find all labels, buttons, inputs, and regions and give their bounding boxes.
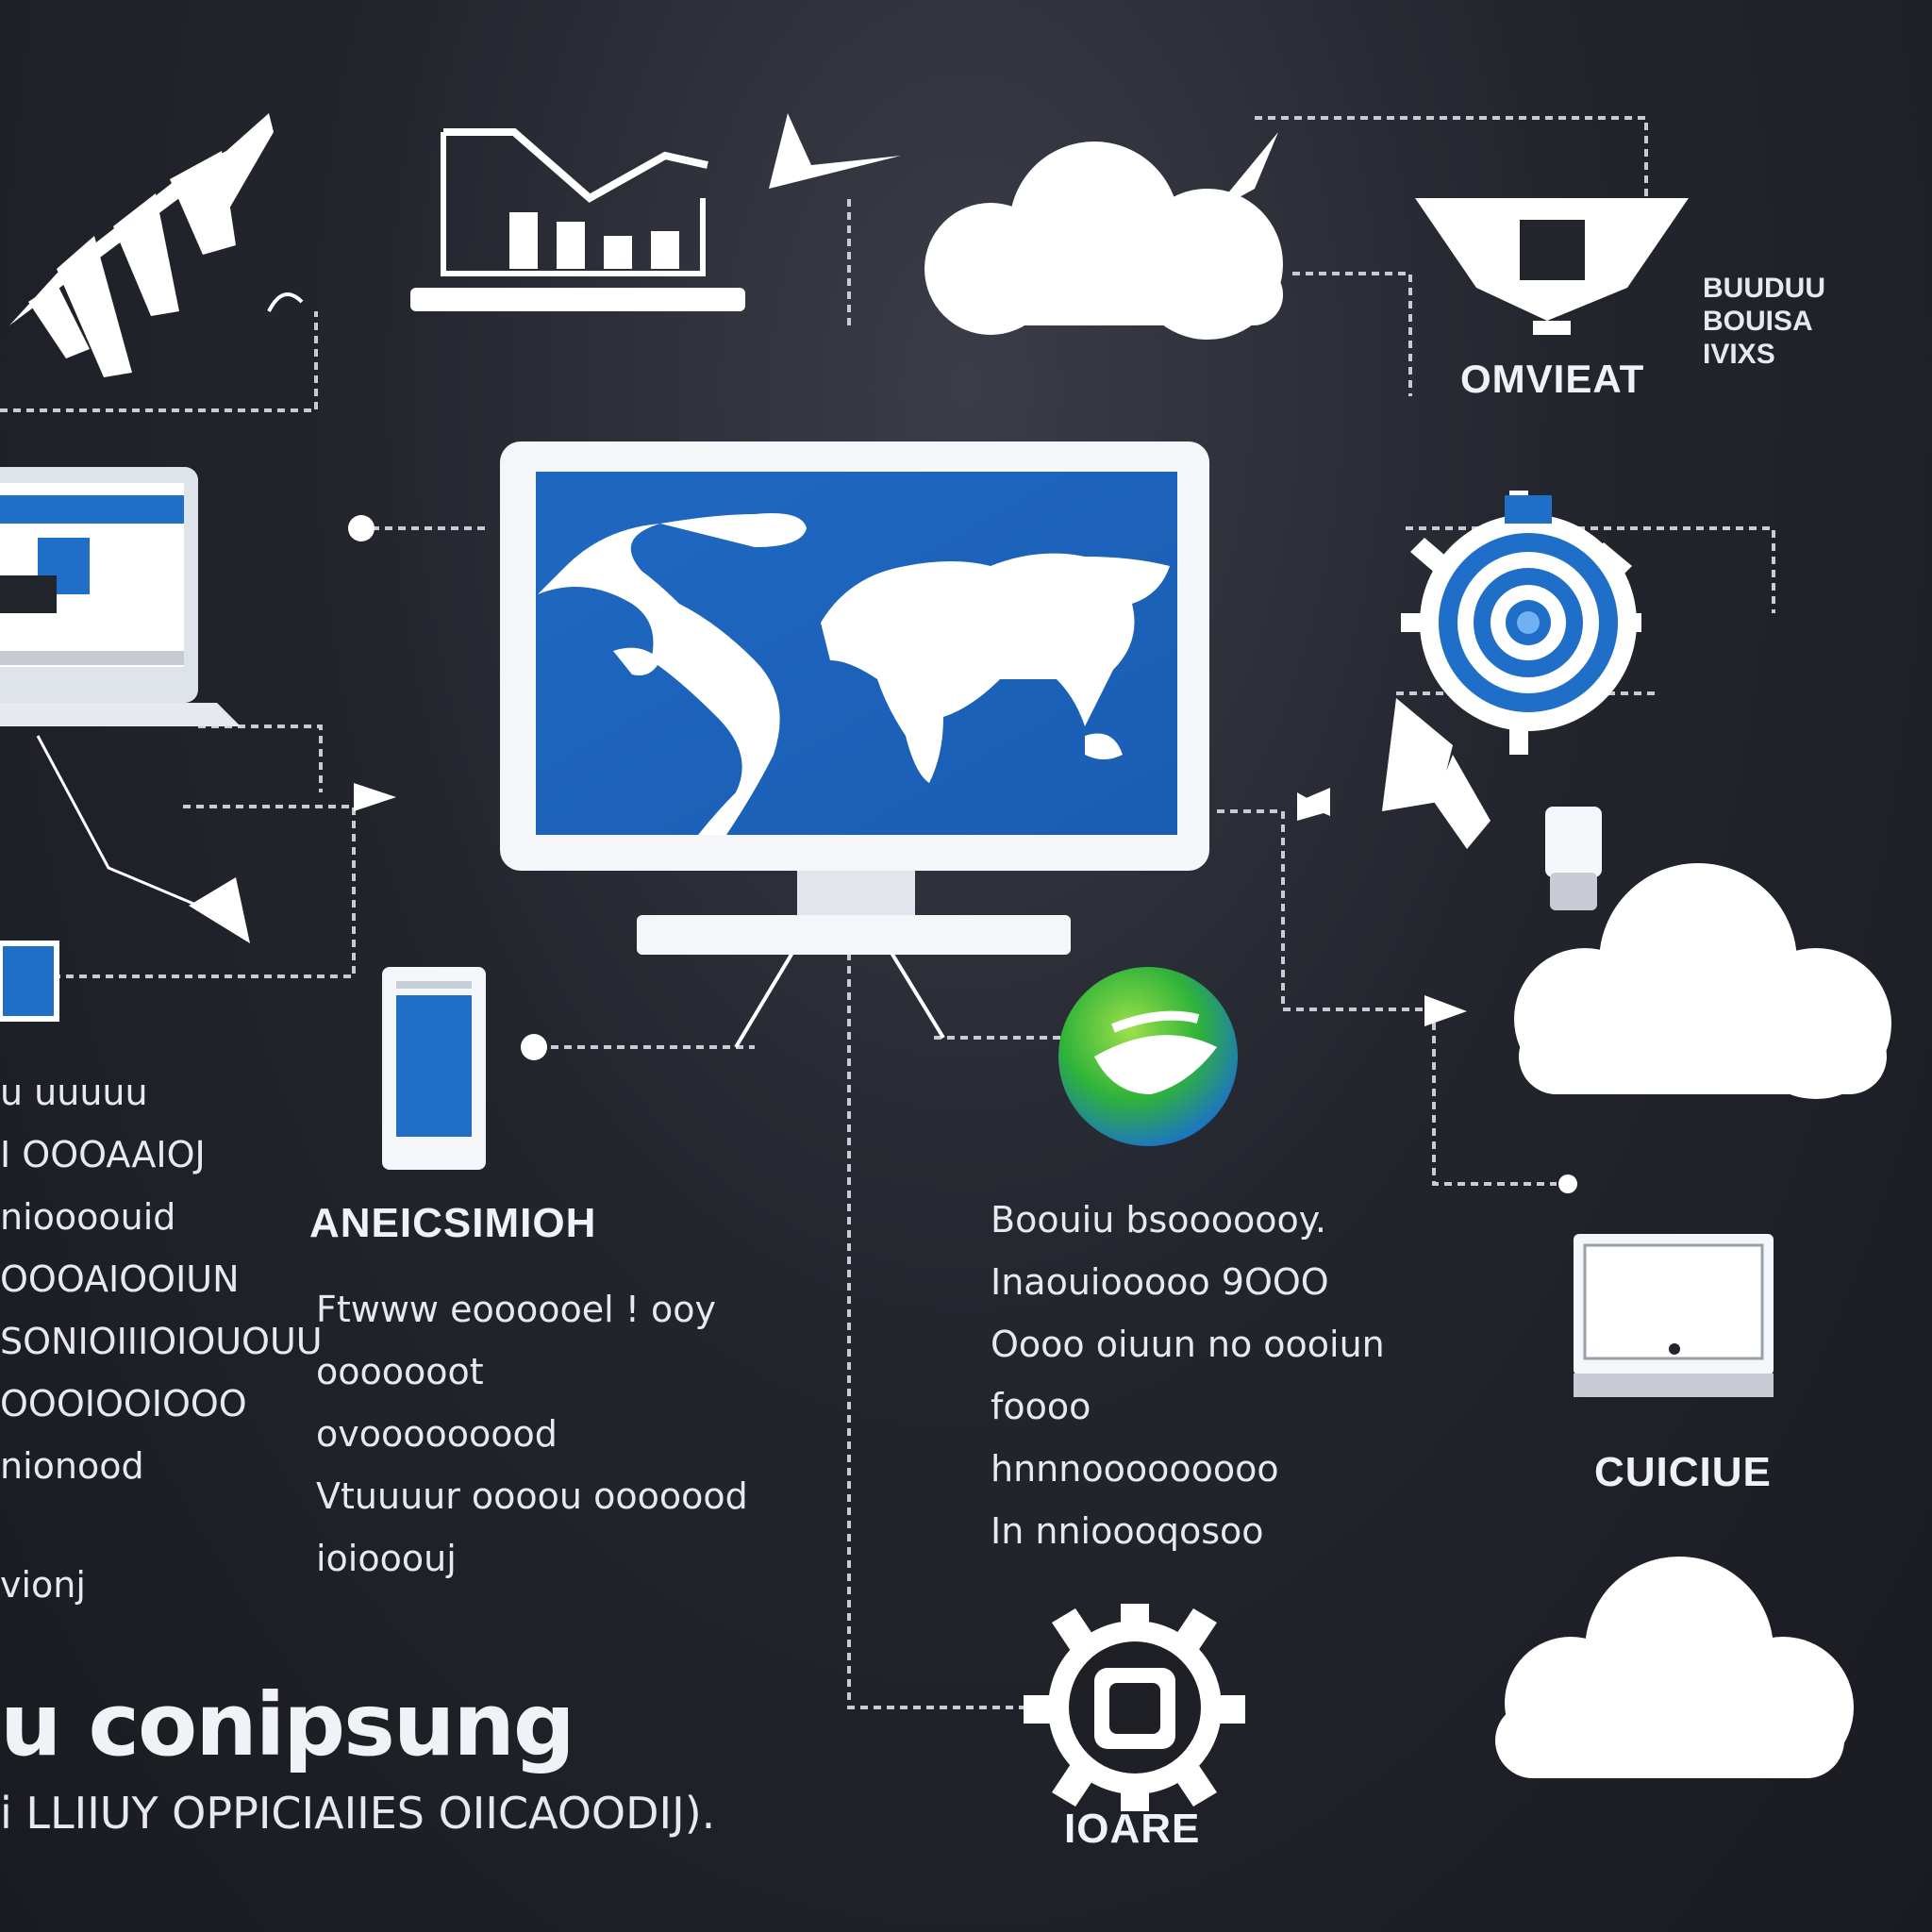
connector-dot [348, 515, 375, 541]
text-line: hnnnooooooooo [991, 1448, 1279, 1490]
rising-chart-icon [9, 113, 274, 377]
cloud-icon [1514, 863, 1891, 1099]
monitor-globe-icon [500, 441, 1209, 955]
text-line: Ftwww eoooooel ! ooy [316, 1289, 717, 1330]
arrow-pointer-icon [189, 877, 250, 943]
usb-icon [1545, 807, 1602, 910]
world-map-icon [538, 513, 1170, 835]
connector-dot [1558, 1174, 1577, 1193]
text-line: Vtuuuur oooou ooooood [316, 1475, 748, 1517]
gear-chip-icon [1024, 1604, 1245, 1811]
page-title: u conipsung [0, 1674, 575, 1775]
label-center-left: ANEICSIMIOH [309, 1200, 597, 1246]
label-top-right: OMVIEAT [1460, 357, 1645, 401]
connector-line [890, 951, 945, 1040]
right-text-block: Boouiu bsooooooy. Inaouiooooo 9OOO Oooo … [991, 1189, 1385, 1562]
text-line: ioiooouj [316, 1538, 457, 1579]
connector-line [1281, 811, 1443, 1011]
arrow-head-icon [1297, 788, 1330, 816]
side-text-line: IVIXS [1703, 339, 1775, 370]
text-line: OOOAIOOIUN [0, 1258, 240, 1300]
page-subtitle: i LLIIUY OPPICIAIIES OIICAOODIJ). [0, 1788, 716, 1839]
swoosh-icon [267, 292, 304, 312]
cloud-icon [924, 142, 1283, 340]
arrow-pointer-icon [1212, 132, 1278, 212]
top-right-side-text: BUUDUU BOUISA IVIXS [1703, 273, 1825, 370]
connector-dot [521, 1034, 547, 1060]
text-line: Boouiu bsooooooy. [991, 1199, 1326, 1241]
connector-line [198, 724, 323, 792]
arrow-head-icon [354, 783, 396, 811]
text-line: nionood [0, 1445, 144, 1487]
arrow-head-icon [1424, 995, 1467, 1026]
connector-line [1292, 272, 1412, 396]
text-line: Inaouiooooo 9OOO [991, 1261, 1329, 1303]
connector-line [734, 951, 794, 1049]
mobile-icon [382, 967, 486, 1170]
text-line: u uuuuu [0, 1072, 148, 1113]
connector-line [847, 953, 1028, 1709]
target-gear-icon [1382, 491, 1641, 849]
monitor-icon [1574, 1234, 1774, 1397]
blue-card-icon [0, 941, 59, 1022]
funnel-icon [1415, 198, 1689, 335]
text-line: I OOOAAIOJ [0, 1134, 206, 1175]
text-line: foooo [991, 1386, 1091, 1427]
text-line: In nnioooqosoo [991, 1510, 1264, 1552]
earth-icon [1058, 967, 1238, 1146]
label-right-device: CUICIUE [1594, 1449, 1772, 1495]
left-text-block: u uuuuu I OOOAAIOJ nioooouid OOOAIOOIUN … [0, 1061, 323, 1616]
center-text-block: Ftwww eoooooel ! ooy ooooooot ovoooooooo… [316, 1278, 748, 1590]
text-line: OOOIOOIOOO [0, 1383, 247, 1424]
text-line: nioooouid [0, 1196, 176, 1238]
text-line: vionj [0, 1564, 86, 1606]
side-text-line: BOUISA [1703, 306, 1813, 337]
connector-line [0, 805, 356, 978]
swoosh-icon [36, 735, 199, 908]
connector-dots [348, 515, 1577, 1193]
label-bottom-gear: IOARE [1064, 1806, 1201, 1852]
connector-line [1255, 116, 1648, 198]
line-bar-chart-icon [410, 128, 745, 311]
laptop-icon [0, 467, 241, 726]
text-line: ooooooot [316, 1351, 484, 1392]
text-line: ovooooooood [316, 1413, 558, 1455]
side-text-line: BUUDUU [1703, 273, 1825, 304]
text-line: SONIOIIIOIOUOUU [0, 1321, 323, 1362]
arrow-pointer-icon [769, 113, 901, 189]
connector-line [1432, 1009, 1557, 1186]
cloud-icon [1495, 1557, 1854, 1778]
text-line: Oooo oiuun no oooiun [991, 1324, 1385, 1365]
